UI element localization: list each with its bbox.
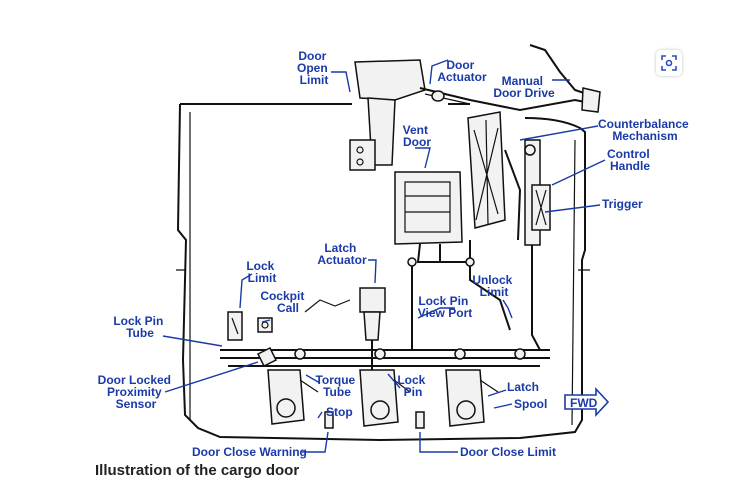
vent-door [394,171,463,263]
control-handle [524,139,551,351]
counterbalance-mechanism [467,111,522,241]
cockpit-call-switch [257,317,273,333]
label-lock-limit: Lock Limit [246,259,277,285]
scan-zoom-icon [661,55,677,71]
label-latch-actuator: Latch Actuator [317,241,367,267]
label-door-actuator: Door Actuator [437,58,487,84]
leader-lines [162,59,606,453]
label-cockpit-call: Cockpit Call [260,289,307,315]
latch-assemblies [267,369,499,427]
lock-pin-tube [220,346,550,368]
label-counterbalance-mechanism: Counterbalance Mechanism [598,117,692,143]
fwd-badge-label: FWD [570,396,598,410]
lock-limit-switch [227,311,243,341]
label-lock-pin-tube: Lock Pin Tube [113,314,166,340]
label-lock-pin-view-port: Lock Pin View Port [418,294,472,320]
door-close-switches [324,411,425,429]
label-control-handle: Control Handle [607,147,653,173]
label-spool: Spool [514,397,547,411]
label-door-close-limit: Door Close Limit [460,445,556,459]
label-vent-door: Vent Door [403,123,432,149]
zoom-button[interactable] [656,50,682,76]
label-lock-pin: Lock Pin [397,373,428,399]
label-stop: Stop [326,405,353,419]
label-door-open-limit: Door Open Limit [297,49,331,87]
label-unlock-limit: Unlock Limit [472,273,515,299]
label-torque-tube: Torque Tube [315,373,358,399]
label-manual-door-drive: Manual Door Drive [493,74,555,100]
door-actuator-assembly [349,44,601,171]
label-door-locked-proximity-sensor: Door Locked Proximity Sensor [98,373,175,411]
label-latch: Latch [507,380,539,394]
figure-caption: Illustration of the cargo door [95,462,300,479]
label-trigger: Trigger [602,197,643,211]
label-door-close-warning: Door Close Warning [192,445,307,459]
vertical-rods [407,240,511,350]
door-panel-outline [176,103,590,442]
latch-actuator [304,287,386,370]
fwd-arrow-icon [564,386,610,418]
